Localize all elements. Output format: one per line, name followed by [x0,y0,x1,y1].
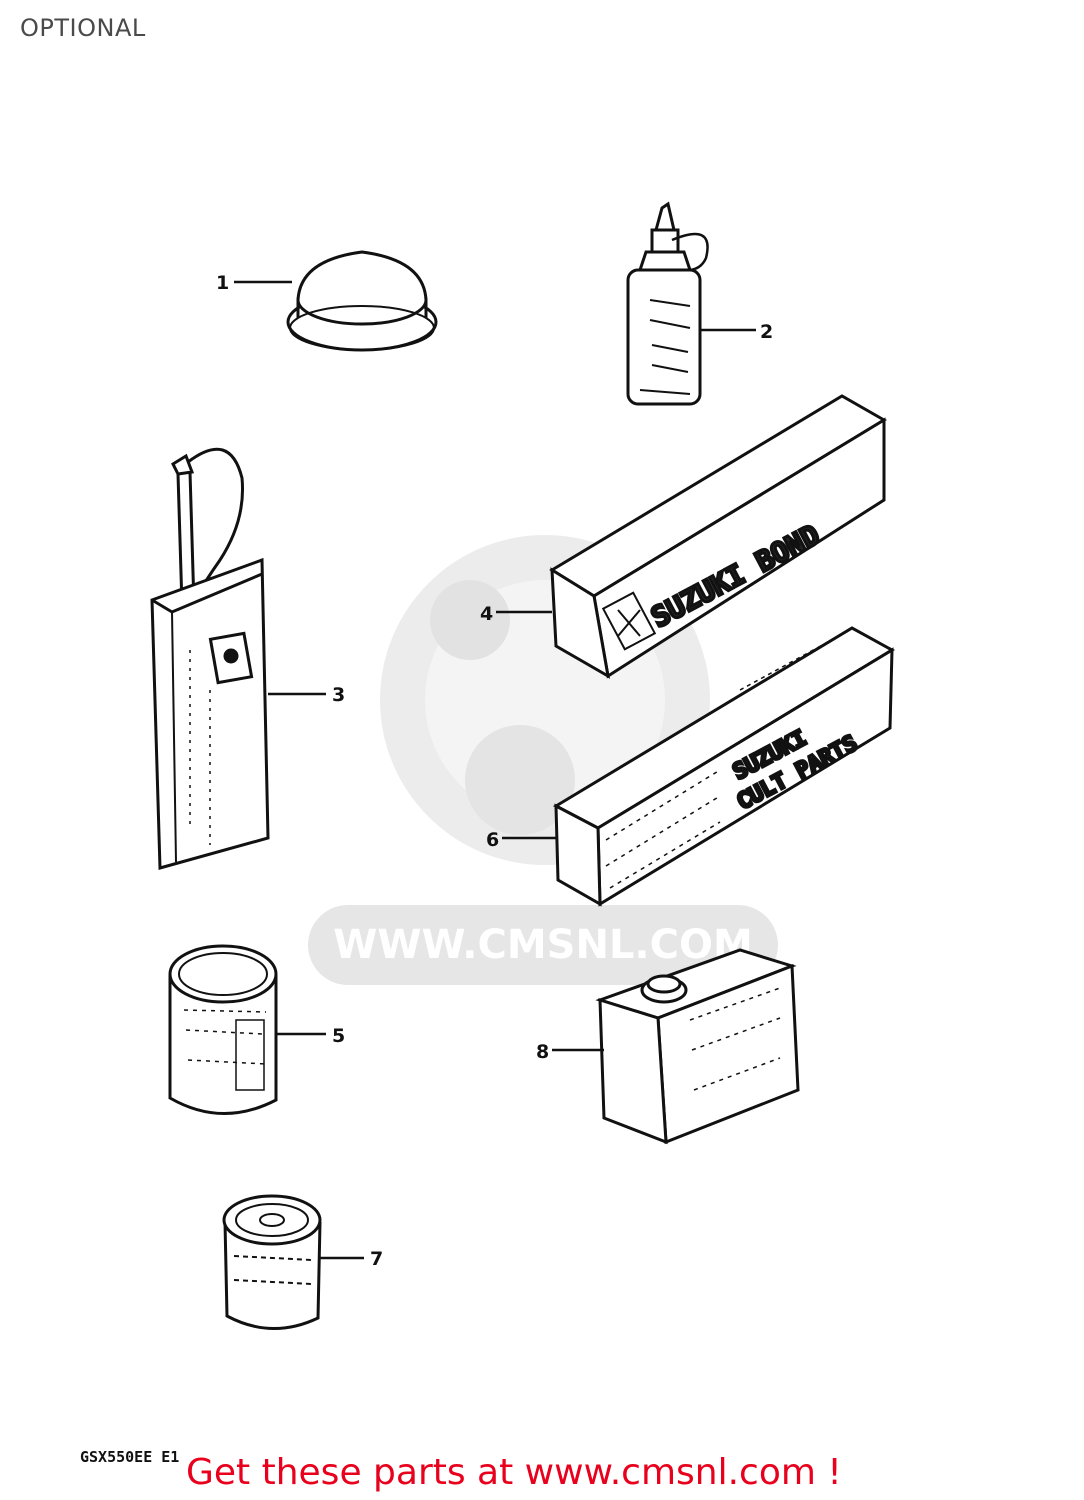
footer-link[interactable]: Get these parts at www.cmsnl.com ! [186,1452,842,1493]
callout-4: 4 [480,603,493,625]
model-code: GSX550EE E1 [80,1448,180,1466]
part-bond-box: SUZUKI BOND [549,394,887,679]
page-title: OPTIONAL [20,14,146,42]
callout-7: 7 [370,1248,383,1270]
callout-6: 6 [486,829,499,851]
part-parts-box: SUZUKI CULT PARTS [552,626,895,907]
part-round-tin-lid [286,250,438,352]
watermark-text: WWW.CMSNL.COM [333,922,753,968]
callout-5: 5 [332,1025,345,1047]
callout-2: 2 [760,321,773,343]
callout-1: 1 [216,272,229,294]
part-squeeze-bottle [626,201,709,406]
part-tall-oil-can [150,447,270,870]
callout-3: 3 [332,684,345,706]
callout-8: 8 [536,1041,549,1063]
part-rectangular-oil-can [595,948,800,1145]
part-small-tin-can [222,1194,322,1330]
part-paint-can [168,944,278,1115]
